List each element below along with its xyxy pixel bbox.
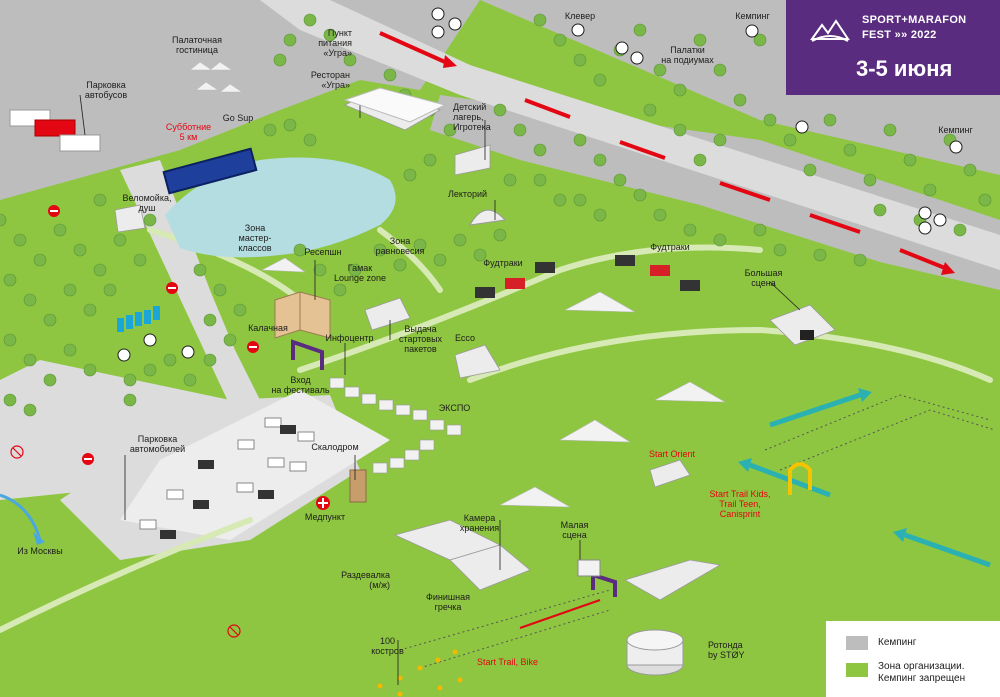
label-bike-wash: Веломойка, душ — [122, 193, 172, 213]
label-tent-hotel: Палаточная гостиница — [172, 35, 222, 55]
legend-camping: Кемпинг — [878, 637, 917, 648]
label-saturday-5k: Субботние 5 км — [165, 122, 212, 142]
foodtrucks — [475, 255, 700, 298]
label-camping-right: Кемпинг — [938, 125, 973, 135]
label-balance-zone: Зона равновесия — [375, 236, 425, 256]
mountain-logo-icon — [810, 19, 850, 42]
main-stage-screen — [800, 330, 814, 340]
brand-panel: SPORT+MARAFON FEST »» 2022 3-5 июня — [786, 0, 1000, 95]
kalachnaya-structure — [274, 291, 331, 339]
paths — [0, 227, 993, 633]
lecture-dome — [469, 209, 507, 226]
lake — [165, 157, 396, 258]
label-podium-tents: Палатки на подиумах — [661, 45, 714, 65]
legend: Кемпинг Зона организации. Кемпинг запрещ… — [826, 621, 1000, 697]
label-reception: Ресепшн — [304, 247, 342, 257]
label-kalachnaya: Калачная — [248, 323, 288, 333]
label-kids-camp: Детский лагерь, Игротека — [453, 102, 491, 132]
expo-blocks — [329, 377, 462, 474]
label-finish-buckwheat: Финишная гречка — [426, 592, 470, 612]
label-hammock: Гамак Lounge zone — [333, 263, 387, 283]
river — [0, 493, 42, 541]
climbing-wall — [349, 469, 367, 503]
label-rotunda: Ротонда by STØY — [708, 640, 745, 660]
label-start-orient: Start Orient — [648, 449, 695, 459]
label-infocenter: Инфоцентр — [325, 333, 374, 343]
label-klever: Клевер — [564, 11, 596, 21]
label-from-moscow: Из Москвы — [17, 546, 63, 556]
label-start-packs: Выдача стартовых пакетов — [398, 324, 443, 354]
no-fire-icons — [10, 445, 241, 638]
bonfires — [377, 649, 463, 697]
label-lecture: Лекторий — [447, 189, 488, 199]
label-bonfires: 100 костров — [371, 636, 404, 656]
label-bus-parking: Парковка автобусов — [84, 80, 128, 100]
label-changing: Раздевалка (м/ж) — [341, 570, 390, 590]
car-parking-lot — [120, 390, 390, 540]
rotunda — [626, 629, 684, 676]
brand-dates: 3-5 июня — [856, 56, 953, 81]
small-stage-house — [577, 559, 601, 577]
service-icons — [117, 7, 963, 362]
legend-swatch-org — [846, 663, 868, 677]
go-sup-pool — [162, 147, 258, 195]
first-aid-icon — [316, 496, 330, 510]
fences — [399, 394, 996, 669]
leader-lines — [79, 94, 801, 685]
label-climbing: Скалодром — [311, 442, 359, 452]
restaurant-roof — [343, 87, 447, 123]
buses — [9, 109, 101, 152]
kids-start-gate — [788, 462, 812, 495]
label-master-zone: Зона мастер- классов — [238, 223, 272, 253]
legend-org-zone: Зона организации. Кемпинг запрещен — [878, 661, 966, 684]
label-start-trail: Start Trail, Bike — [476, 657, 539, 667]
start-trail-arrow — [519, 599, 601, 629]
label-car-parking: Парковка автомобилей — [129, 434, 186, 454]
cars — [139, 417, 315, 539]
label-start-kids: Start Trail Kids, Trail Teen, Canisprint — [709, 489, 771, 519]
label-storage: Камера хранения — [459, 513, 500, 533]
label-small-stage: Малая сцена — [560, 520, 589, 540]
label-esso: Ессо — [454, 333, 475, 343]
route-arrows — [749, 392, 991, 568]
label-foodtrucks-2: Фудтраки — [650, 242, 690, 252]
label-go-sup: Go Sup — [222, 113, 254, 123]
toilets — [117, 306, 160, 332]
label-medpoint: Медпункт — [304, 512, 346, 522]
label-entrance: Вход на фестиваль — [271, 375, 330, 395]
label-camping-top: Кемпинг — [735, 11, 770, 21]
label-expo: ЭКСПО — [438, 403, 471, 413]
brand-subtitle: FEST »» 2022 — [862, 29, 937, 41]
label-main-stage: Большая сцена — [744, 268, 783, 288]
label-restaurant: Ресторан «Угра» — [310, 70, 350, 90]
label-food-point: Пункт питания «Угра» — [318, 28, 352, 58]
tents — [189, 61, 726, 508]
no-entry-icons — [48, 205, 259, 465]
label-foodtrucks-1: Фудтраки — [483, 258, 523, 268]
road-markings — [379, 31, 946, 270]
gates — [291, 339, 617, 597]
brand-title: SPORT+MARAFON — [862, 14, 967, 26]
legend-swatch-camping — [846, 636, 868, 650]
